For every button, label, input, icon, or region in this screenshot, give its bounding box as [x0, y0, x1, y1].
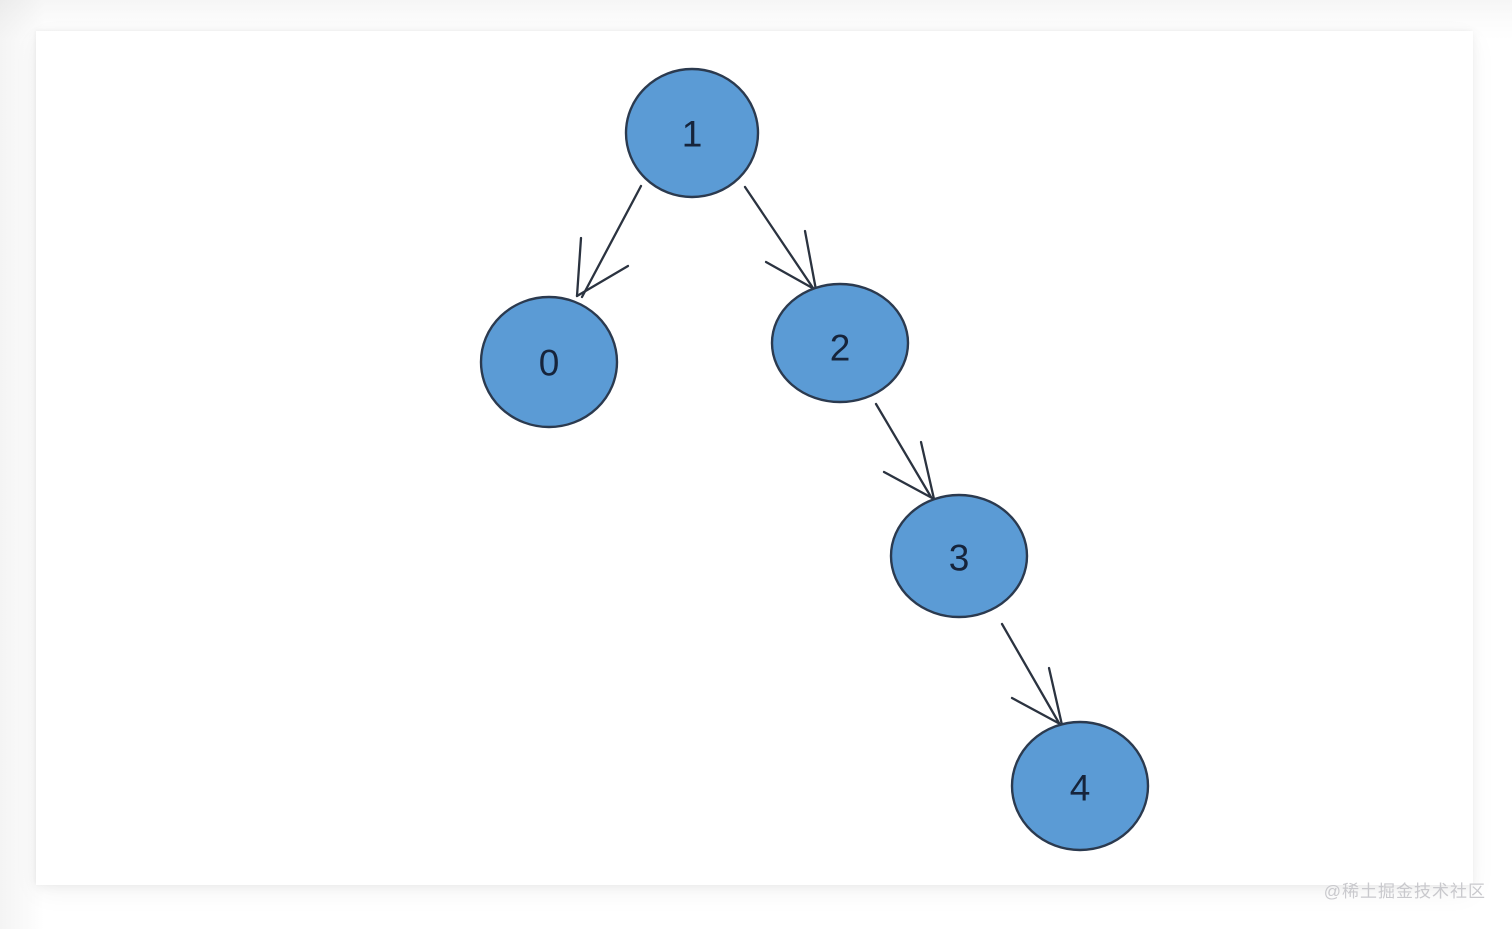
node-4[interactable]: 4: [1010, 720, 1150, 852]
watermark-text: @稀土掘金技术社区: [1323, 882, 1486, 901]
edge-1-to-0[interactable]: [575, 184, 643, 299]
node-3-label: 3: [949, 538, 970, 579]
node-0-shape[interactable]: [479, 295, 619, 429]
node-4-label: 4: [1070, 768, 1091, 809]
node-3[interactable]: 3: [889, 493, 1029, 619]
node-1-label: 1: [682, 114, 703, 155]
nodes-layer: 1 0 2 3 4: [479, 67, 1150, 852]
edge-1-to-2[interactable]: [743, 185, 818, 292]
node-4-shape[interactable]: [1010, 720, 1150, 852]
node-2[interactable]: 2: [770, 282, 910, 404]
node-1-shape[interactable]: [624, 67, 760, 199]
diagram-canvas-card: [36, 31, 1473, 885]
node-0-label: 0: [539, 343, 560, 384]
edge-2-to-3[interactable]: [874, 402, 936, 501]
node-0[interactable]: 0: [479, 295, 619, 429]
node-2-shape[interactable]: [770, 282, 910, 404]
edges-layer: [575, 184, 1064, 727]
node-1[interactable]: 1: [624, 67, 760, 199]
node-2-label: 2: [830, 328, 851, 369]
edge-3-to-4[interactable]: [1000, 622, 1064, 727]
node-3-shape[interactable]: [889, 493, 1029, 619]
